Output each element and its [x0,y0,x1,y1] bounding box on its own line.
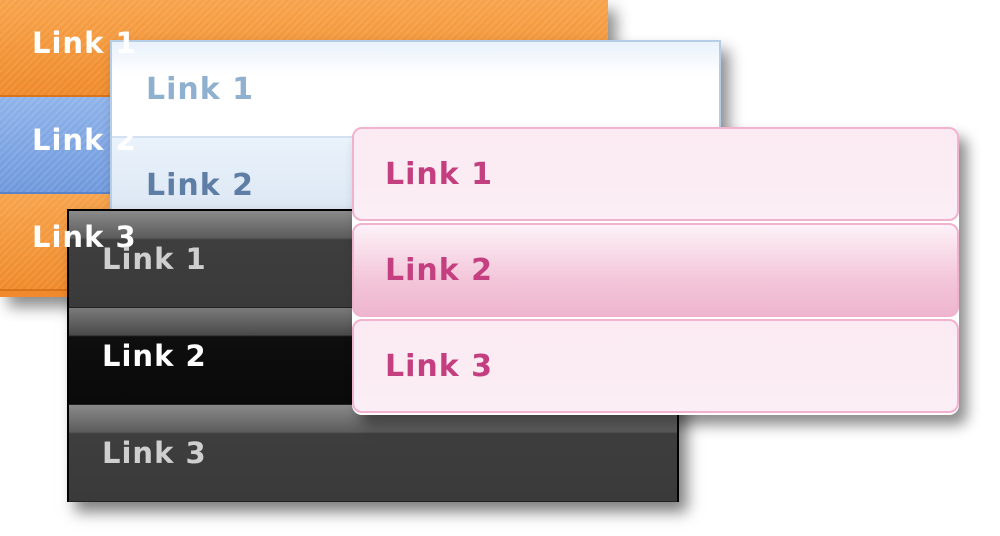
dark-menu-link-3-label: Link 3 [102,436,207,470]
pink-menu-link-3[interactable]: Link 3 [352,319,959,413]
dark-menu-link-1-label: Link 1 [102,242,207,276]
blue-menu-link-2-label: Link 2 [146,167,255,203]
pink-menu-link-3-label: Link 3 [385,348,494,384]
pink-menu-link-2-label: Link 2 [385,252,494,288]
blue-menu-link-1-label: Link 1 [146,71,255,107]
dark-menu-link-2-label: Link 2 [102,339,207,373]
pink-menu-link-1-label: Link 1 [385,156,494,192]
blue-menu-link-1[interactable]: Link 1 [112,42,719,138]
pink-menu-link-1[interactable]: Link 1 [352,127,959,221]
orange-menu-link-3-label: Link 3 [32,220,137,254]
orange-menu-link-2-label: Link 2 [32,123,137,157]
pink-menu-link-2[interactable]: Link 2 [352,223,959,317]
orange-menu-link-1-label: Link 1 [32,26,137,60]
pink-menu: Link 1 Link 2 Link 3 [352,127,959,415]
dark-menu-link-3[interactable]: Link 3 [69,405,677,502]
